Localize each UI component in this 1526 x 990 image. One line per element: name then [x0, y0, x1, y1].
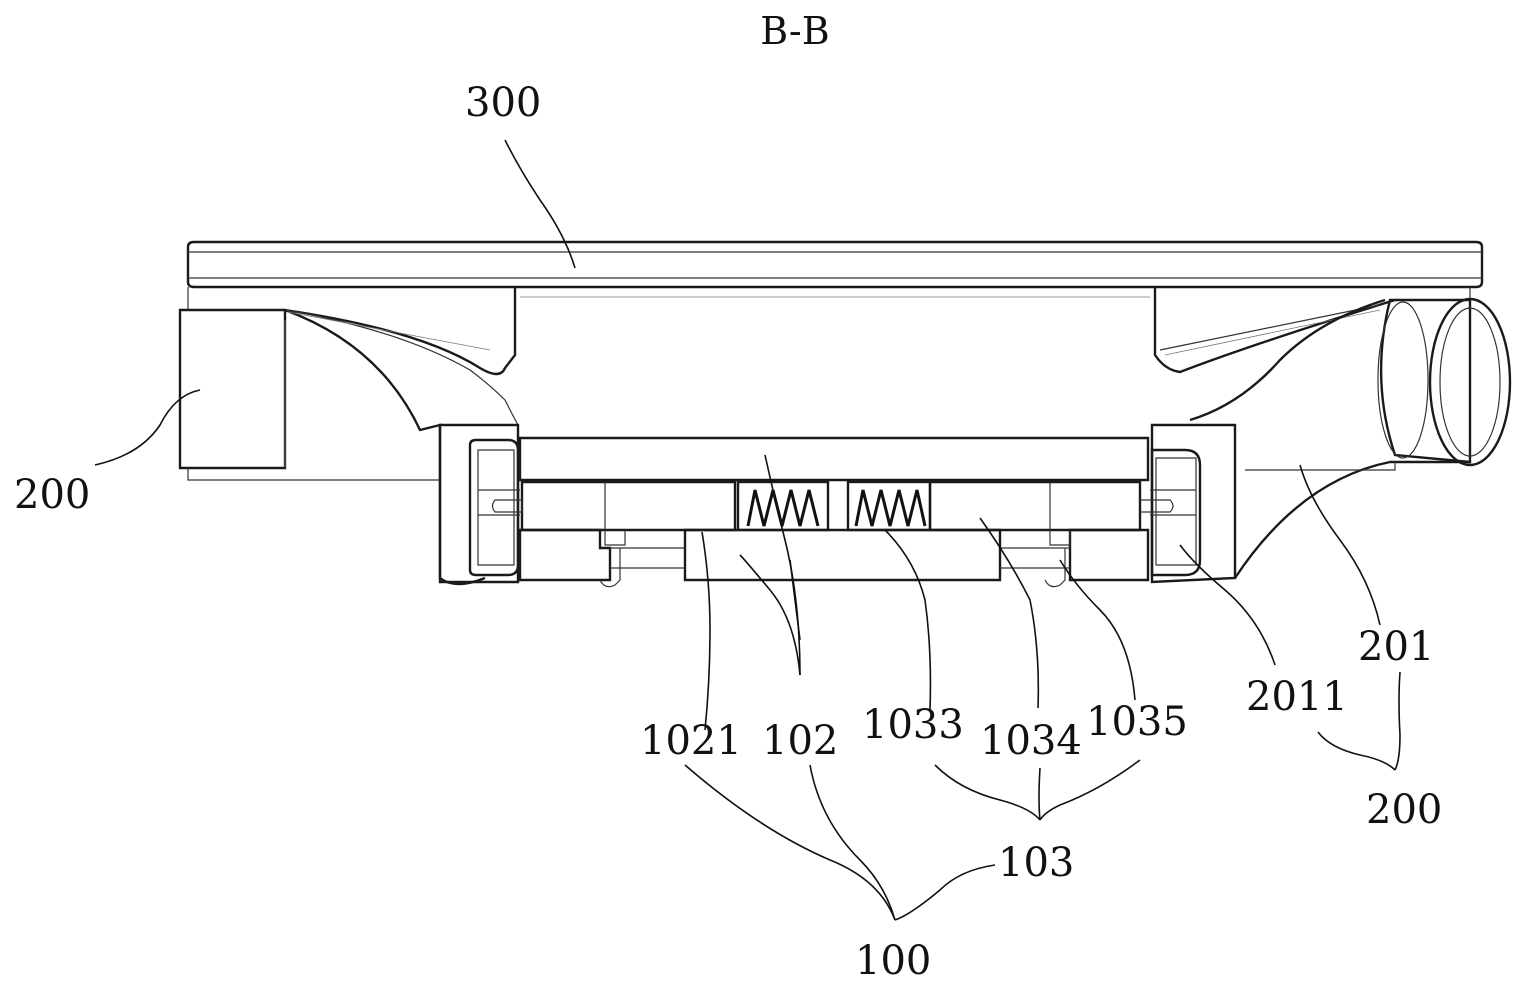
right-housing-201 — [1153, 287, 1471, 579]
label-100: 100 — [855, 938, 931, 984]
right-knob — [1377, 297, 1512, 467]
label-102: 102 — [762, 718, 838, 764]
label-1033: 1033 — [862, 702, 964, 748]
left-bearing-block — [438, 423, 520, 584]
spring-left — [736, 480, 830, 532]
spring-right — [846, 480, 932, 532]
label-1021: 1021 — [640, 718, 742, 764]
center-body-102 — [518, 436, 1150, 588]
right-bearing-block — [1150, 423, 1237, 584]
label-201: 201 — [1358, 624, 1434, 670]
threaded-rod-right — [928, 480, 1174, 546]
label-200-left: 200 — [14, 472, 90, 518]
label-200-right: 200 — [1366, 787, 1442, 833]
label-300: 300 — [465, 80, 541, 126]
threaded-rod-left — [491, 480, 737, 546]
left-housing-200 — [178, 287, 519, 586]
section-title: B-B — [760, 9, 829, 53]
label-1034: 1034 — [980, 718, 1082, 764]
label-2011: 2011 — [1246, 674, 1348, 720]
cover-plate-300 — [186, 240, 1484, 300]
leader-lines — [94, 139, 1401, 921]
label-1035: 1035 — [1086, 699, 1188, 745]
label-103: 103 — [998, 840, 1074, 886]
